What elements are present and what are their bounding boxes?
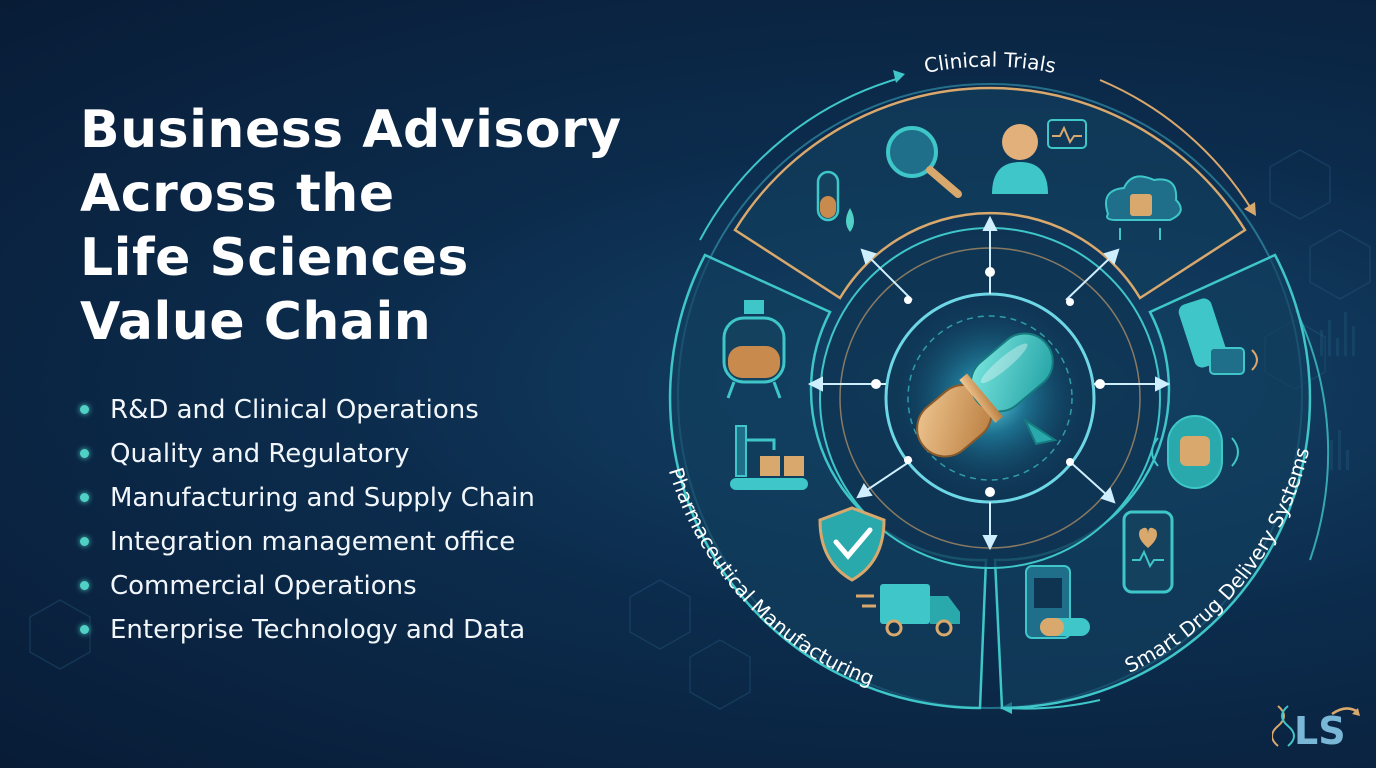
service-item-technology: Enterprise Technology and Data	[80, 608, 680, 652]
orbit-arrow-top-left	[699, 77, 901, 241]
orbit-arrow-top-right	[1099, 79, 1253, 211]
intro-panel: Business Advisory Across the Life Scienc…	[80, 98, 680, 652]
title-line-3: Life Sciences	[80, 228, 469, 288]
delivery-truck-icon	[856, 584, 960, 637]
dna-icon	[1272, 705, 1295, 747]
capsule-icon	[916, 332, 1054, 458]
clinician-icon	[992, 119, 1087, 194]
segment-label-clinical-trials: Clinical Trials	[922, 47, 1058, 77]
production-line-icon	[730, 425, 808, 490]
quality-shield-icon	[818, 506, 886, 582]
cloud-database-icon	[1105, 175, 1182, 240]
segment-clinical-trials	[733, 86, 1247, 300]
service-list: R&D and Clinical Operations Quality and …	[80, 388, 680, 652]
logo-letters: LS	[1294, 709, 1346, 752]
bioreactor-icon	[722, 300, 786, 399]
service-item-manufacturing: Manufacturing and Supply Chain	[80, 476, 680, 520]
inhaler-icon	[1178, 298, 1258, 375]
smart-patch-icon	[1151, 415, 1239, 489]
page-title: Business Advisory Across the Life Scienc…	[80, 98, 680, 354]
title-line-1: Business Advisory	[80, 100, 622, 160]
service-item-rd: R&D and Clinical Operations	[80, 388, 680, 432]
test-tube-icon	[816, 170, 854, 232]
service-item-commercial: Commercial Operations	[80, 564, 680, 608]
service-item-integration: Integration management office	[80, 520, 680, 564]
pill-dispenser-icon	[1025, 565, 1090, 639]
magnifier-icon	[886, 126, 962, 198]
smartphone-health-icon	[1122, 510, 1174, 594]
title-line-4: Value Chain	[80, 292, 432, 352]
service-item-quality: Quality and Regulatory	[80, 432, 680, 476]
company-logo: LS	[1272, 705, 1360, 752]
title-line-2: Across the	[80, 164, 395, 224]
